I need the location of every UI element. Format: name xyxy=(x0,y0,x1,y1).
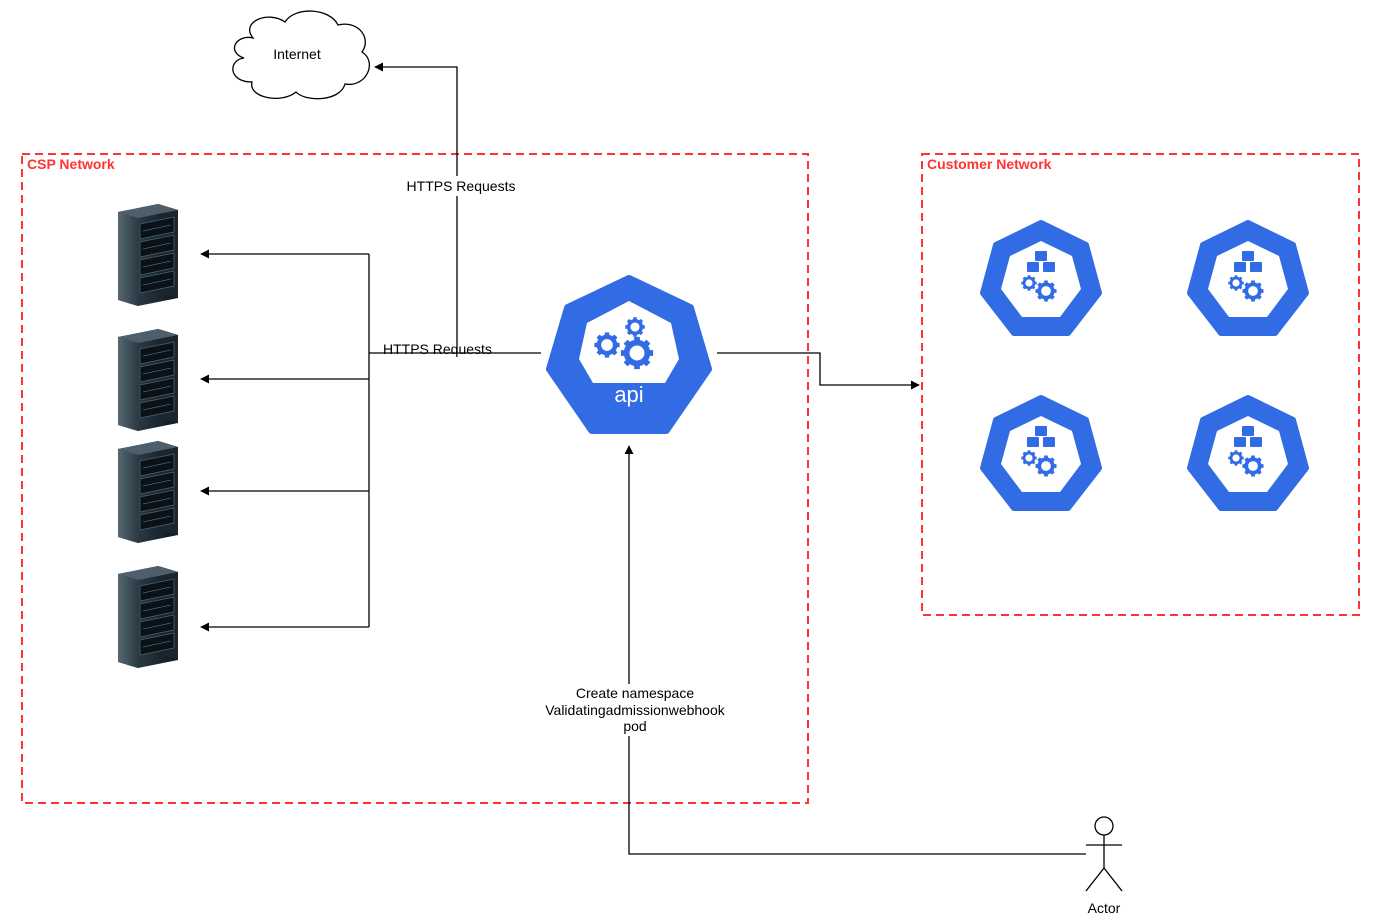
server-rack-icon xyxy=(117,440,179,544)
server-rack-icon xyxy=(117,203,179,307)
cloud-icon xyxy=(232,10,371,100)
csp-network-zone xyxy=(21,153,809,804)
actor-icon xyxy=(1085,816,1123,892)
actor-edge-label-line2: Validatingadmissionwebhook xyxy=(545,702,726,718)
actor-edge-label-bg xyxy=(545,684,725,736)
kubernetes-node-icon xyxy=(1190,398,1306,508)
kubernetes-api-icon xyxy=(546,275,712,434)
customer-edge xyxy=(717,352,920,390)
internet-label: Internet xyxy=(273,46,321,62)
kubernetes-node-icon xyxy=(983,398,1099,508)
internet-request-label: HTTPS Requests xyxy=(407,178,516,194)
actor-label: Actor xyxy=(1088,900,1121,916)
server-requests-label: HTTPS Requests xyxy=(383,341,492,357)
kubernetes-node-icon xyxy=(1190,223,1306,333)
kubernetes-node-icon xyxy=(983,223,1099,333)
server-request-edges xyxy=(200,249,541,632)
actor-edge-label-line3: pod xyxy=(623,718,646,734)
csp-network-label: CSP Network xyxy=(27,156,115,172)
actor-edge-label-line1: Create namespace xyxy=(576,685,695,701)
server-rack-icon xyxy=(117,328,179,432)
customer-network-zone xyxy=(921,153,1360,616)
server-rack-icon xyxy=(117,565,179,669)
internet-request-edge xyxy=(374,62,458,353)
api-label: api xyxy=(614,382,643,407)
actor-edge xyxy=(624,445,1086,855)
customer-network-label: Customer Network xyxy=(927,156,1052,172)
internet-request-label-bg xyxy=(404,176,518,196)
